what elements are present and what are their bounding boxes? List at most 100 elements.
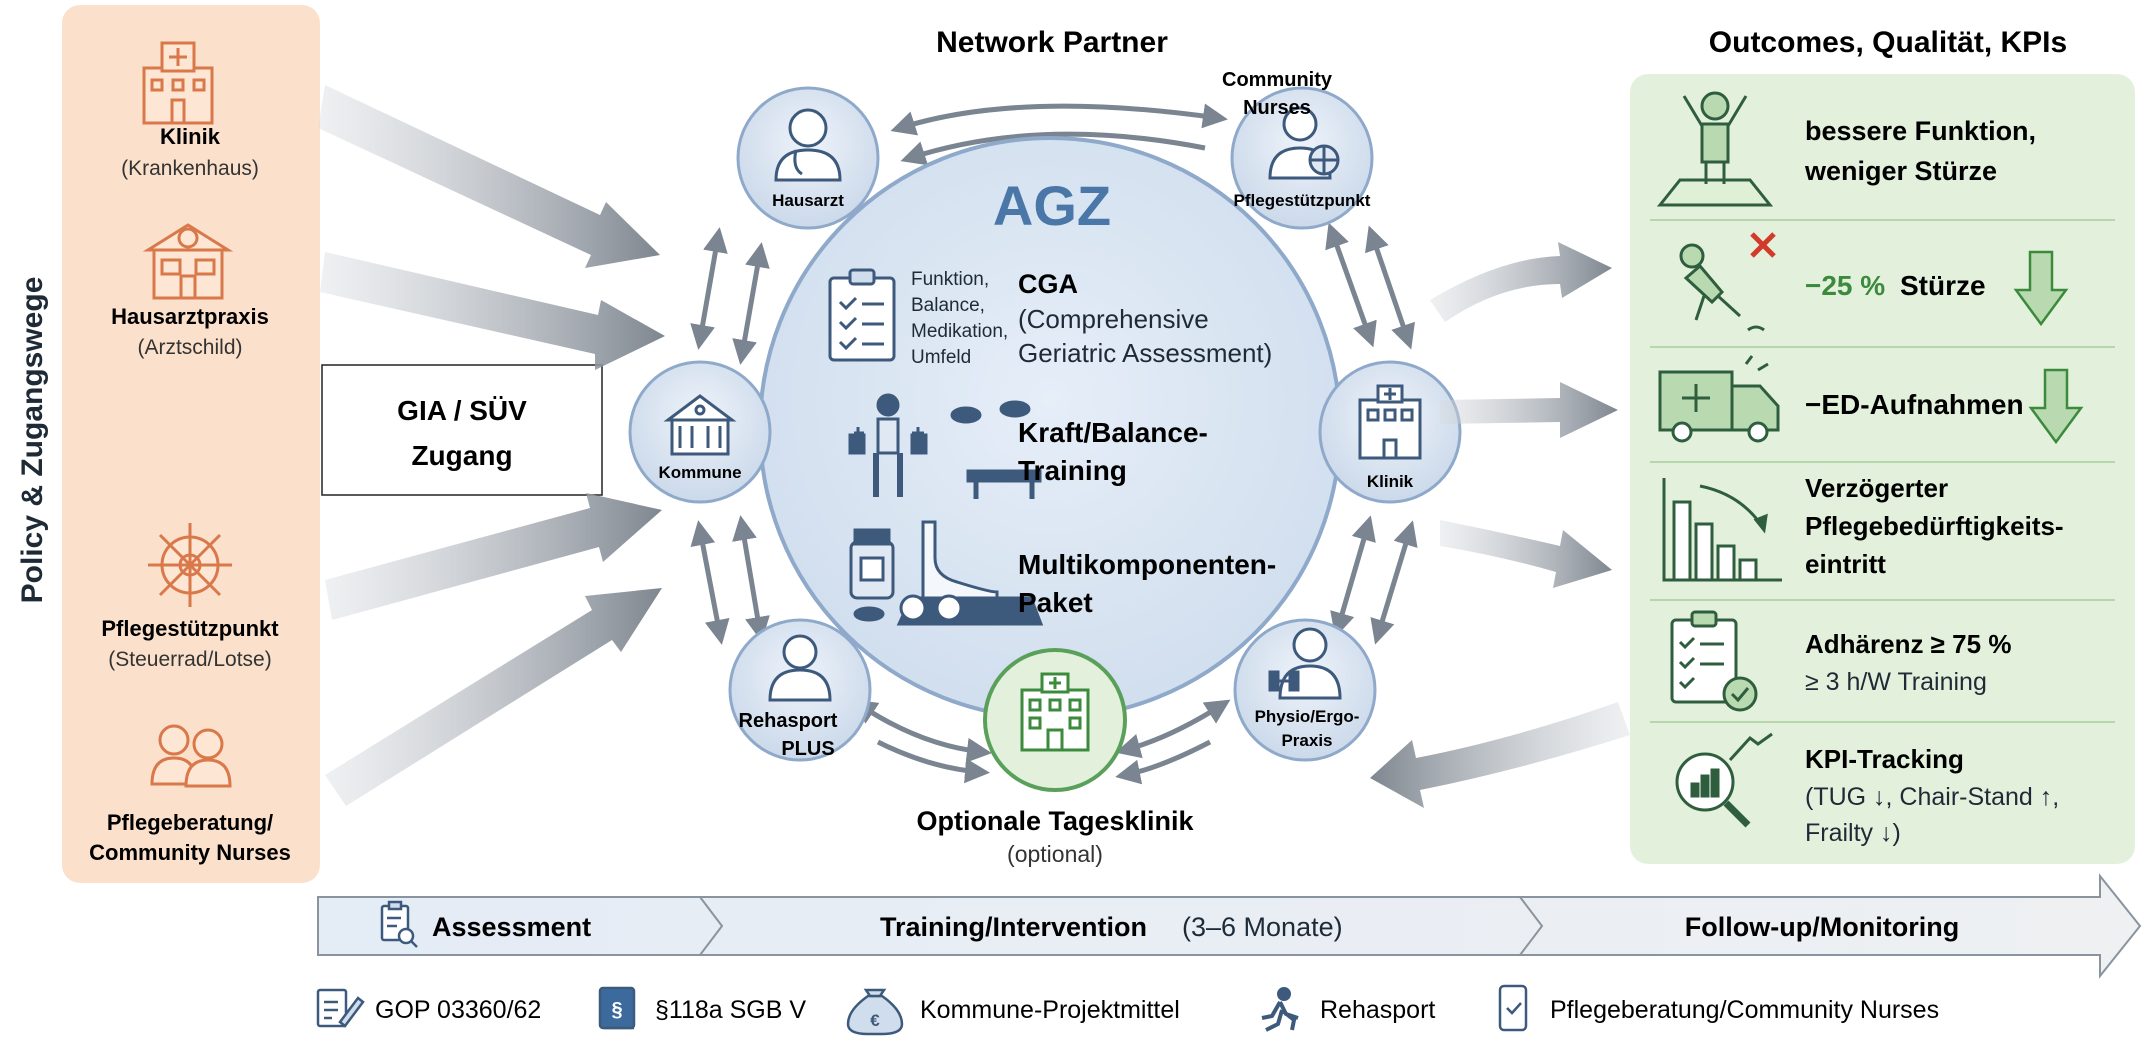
timeline-training: Training/Intervention [880, 912, 1147, 942]
training-line1: Kraft/Balance- [1018, 417, 1208, 448]
timeline-followup: Follow-up/Monitoring [1685, 912, 1959, 942]
magnifier-chart-icon [1675, 732, 1773, 828]
nurses-icon [150, 724, 232, 788]
feedback-arrow [1370, 702, 1630, 808]
outcome-kpi-line1: KPI-Tracking [1805, 744, 1964, 774]
outcome-arrows [1430, 242, 1618, 588]
day-clinic-icon [1020, 672, 1090, 752]
outcome-kpi-line2: (TUG ↓, Chair-Stand ↑, [1805, 783, 2059, 811]
training-line2: Training [1018, 455, 1127, 486]
access-title-pflegeberatung: Pflegeberatung/ [107, 810, 273, 835]
outcome-function-line2: weniger Stürze [1804, 156, 1997, 186]
runner-icon [1261, 987, 1299, 1032]
cga-subtitle-line2: Geriatric Assessment) [1018, 338, 1272, 368]
partner-hausarzt-node: Hausarzt [736, 86, 880, 230]
arrow-klinik [318, 85, 660, 268]
network-title: Network Partner [936, 26, 1168, 59]
outcome-delay-line2: Pflegebedürftigkeits- [1805, 511, 2064, 541]
arrow-pflegestuetzpunkt [325, 493, 662, 620]
partner-klinik-label: Klinik [1367, 472, 1414, 491]
money-bag-icon [846, 988, 904, 1036]
clinic-icon [1358, 384, 1422, 460]
access-title-hausarztpraxis: Hausarztpraxis [111, 304, 269, 329]
access-panel [62, 5, 320, 883]
gia-box-line1: GIA / SÜV [397, 395, 527, 426]
ship-wheel-icon [148, 523, 232, 607]
declining-bars-icon [1662, 478, 1782, 582]
partner-community-nurses-line2: Nurses [1243, 97, 1311, 119]
falling-person-icon [1679, 243, 1765, 332]
side-label: Policy & Zugangswege [16, 277, 49, 604]
law-book-icon [598, 986, 636, 1030]
partner-kommune-label: Kommune [658, 463, 741, 482]
arrow-outcome-1 [1430, 242, 1612, 322]
partner-hausarzt-label: Hausarzt [772, 191, 844, 210]
ambulance-icon [1658, 355, 1780, 443]
arrow-pflegeberatung [325, 588, 662, 806]
arrow-hausarztpraxis [320, 252, 665, 370]
partner-physio-node: Physio/Ergo- Praxis [1233, 618, 1377, 762]
partner-rehasport-line2: PLUS [781, 738, 834, 760]
package-line2: Paket [1018, 587, 1093, 618]
tagesklinik-title: Optionale Tagesklinik [916, 806, 1194, 836]
townhall-icon [663, 394, 737, 456]
clipboard-check-icon [1670, 610, 1758, 712]
gia-access-box [321, 364, 603, 496]
arrow-outcome-3 [1440, 520, 1612, 588]
therapist-icon [768, 634, 832, 702]
access-subtitle-klinik: (Krankenhaus) [121, 157, 259, 180]
outcome-falls-value: −25 % [1805, 270, 1885, 301]
funding-label-sgb: §118a SGB V [655, 996, 806, 1024]
euro-symbol: € [870, 1011, 880, 1030]
package-line1: Multikomponenten- [1018, 549, 1276, 580]
funding-label-pflegeberatung: Pflegeberatung/Community Nurses [1550, 996, 1939, 1024]
funding-label-gop: GOP 03360/62 [375, 996, 541, 1024]
exercise-icon [848, 393, 1042, 499]
medication-foot-glasses-icon [849, 520, 1044, 626]
cga-subtitle-line1: (Comprehensive [1018, 304, 1209, 334]
cga-criterion-2: Balance, [911, 295, 985, 316]
cga-criterion-3: Medikation, [911, 321, 1008, 342]
cga-criterion-4: Umfeld [911, 347, 971, 368]
ring-arrows [690, 103, 1418, 785]
agz-title: AGZ [993, 174, 1111, 237]
access-title-community-nurses: Community Nurses [89, 840, 291, 865]
cga-title: CGA [1018, 269, 1078, 299]
partner-rehasport-node: Rehasport PLUS [728, 618, 872, 762]
access-title-klinik: Klinik [160, 124, 221, 149]
dumbbell-person-icon [1268, 627, 1342, 700]
timeline-training-duration: (3–6 Monate) [1182, 912, 1343, 942]
cga-criterion-1: Funktion, [911, 269, 989, 290]
assessment-icon [380, 900, 418, 948]
partner-rehasport-line1: Rehasport [739, 710, 838, 732]
outcome-delay-line3: eintritt [1805, 549, 1886, 579]
partner-pflegestuetzpunkt-label: Pflegestützpunkt [1234, 191, 1371, 210]
practice-icon [142, 223, 234, 300]
partner-kommune-node: Kommune [628, 360, 772, 504]
person-cheering-icon [1656, 91, 1774, 207]
down-arrow-icon [2028, 368, 2084, 445]
doctor-icon [774, 108, 842, 182]
gia-box-line2: Zugang [411, 440, 512, 471]
outcome-adherence-line2: ≥ 3 h/W Training [1805, 668, 1987, 696]
document-pen-icon [316, 988, 365, 1028]
funding-label-rehasport: Rehasport [1320, 996, 1435, 1024]
outcome-function-line1: bessere Funktion, [1805, 116, 2036, 146]
outcome-ed-label: −ED-Aufnahmen [1805, 389, 2024, 420]
outcome-falls-label: Stürze [1900, 270, 1986, 301]
access-arrows [318, 85, 665, 806]
outcome-separators [1650, 219, 2115, 723]
partner-tagesklinik-node: Optionale Tagesklinik (optional) [916, 648, 1195, 867]
arrow-outcome-2 [1440, 382, 1618, 438]
outcomes-panel [1630, 74, 2135, 864]
tagesklinik-subtitle: (optional) [1007, 841, 1103, 867]
timeline-arrow [317, 873, 2142, 979]
partner-pflegestuetzpunkt-node: Pflegestützpunkt [1230, 86, 1374, 230]
outcomes-title: Outcomes, Qualität, KPIs [1709, 26, 2067, 59]
law-book-symbol: § [611, 999, 622, 1021]
partner-klinik-node: Klinik [1318, 360, 1462, 504]
outcome-adherence-line1: Adhärenz ≥ 75 % [1805, 629, 2011, 659]
partner-physio-line1: Physio/Ergo- [1255, 707, 1360, 726]
